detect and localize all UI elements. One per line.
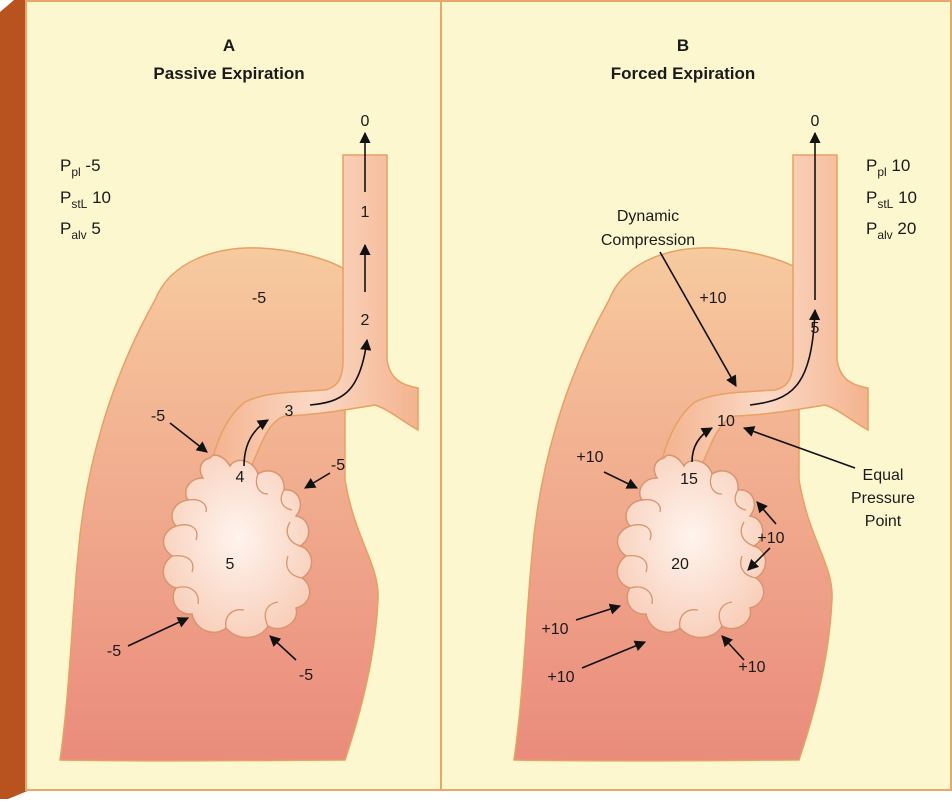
equal-pressure-point-label-2: Pressure — [851, 490, 915, 507]
equal-pressure-point-label-1: Equal — [863, 467, 904, 484]
airway-b-value-1: 5 — [811, 320, 820, 337]
pleural-label-b-5: +10 — [738, 659, 765, 676]
dynamic-compression-label-1: Dynamic — [617, 208, 679, 225]
pleural-label-b-2: +10 — [757, 530, 784, 547]
pleural-label-b-4: +10 — [547, 669, 574, 686]
airway-b-value-3: 15 — [680, 471, 698, 488]
lung-a-value: -5 — [252, 290, 266, 307]
pleural-label-a-3: -5 — [107, 643, 121, 660]
panel-a-letter: A — [223, 36, 235, 55]
pleural-label-a-1: -5 — [151, 408, 165, 425]
airway-a-value-3: 3 — [285, 403, 294, 420]
pleural-label-a-4: -5 — [299, 667, 313, 684]
pleural-label-b-3: +10 — [541, 621, 568, 638]
panel-a-title: Passive Expiration — [153, 64, 304, 83]
airway-a-value-0: 0 — [361, 113, 370, 130]
pleural-label-b-1: +10 — [576, 449, 603, 466]
alveolar-a-value: 5 — [226, 556, 235, 573]
airway-a-value-4: 4 — [236, 469, 245, 486]
pleural-label-a-2: -5 — [331, 457, 345, 474]
airway-b-value-2: 10 — [717, 413, 735, 430]
panel-b-title: Forced Expiration — [611, 64, 756, 83]
alveolar-b-value: 20 — [671, 556, 689, 573]
airway-a-value-2: 2 — [361, 312, 370, 329]
panel-b-letter: B — [677, 36, 689, 55]
equal-pressure-point-label-3: Point — [865, 513, 902, 530]
dynamic-compression-label-2: Compression — [601, 232, 695, 249]
lung-b-value: +10 — [699, 290, 726, 307]
airway-a-value-1: 1 — [361, 204, 370, 221]
airway-b-value-0: 0 — [811, 113, 820, 130]
